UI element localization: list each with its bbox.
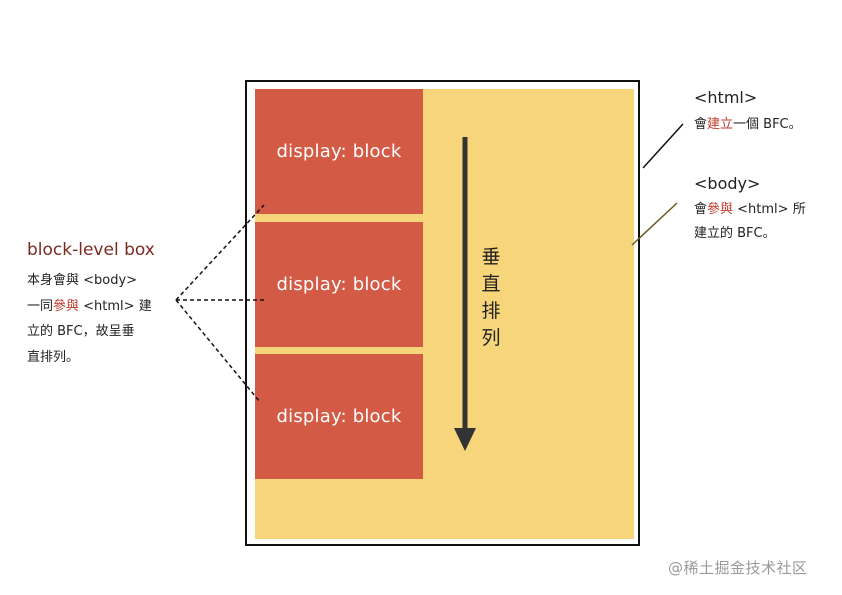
vertical-flow-char-3: 排 (481, 300, 501, 322)
html-note-post: 一個 BFC。 (733, 117, 802, 132)
block-box-1: display: block (255, 89, 423, 214)
html-note-description: 會建立一個 BFC。 (694, 113, 802, 137)
left-note-line-2: 一同參與 <html> 建 (27, 294, 157, 320)
body-note-description: 會參與 <html> 所 建立的 BFC。 (694, 198, 806, 246)
vertical-flow-char-2: 直 (481, 273, 501, 295)
block-box-3-label: display: block (276, 406, 402, 427)
block-box-3: display: block (255, 354, 423, 479)
body-note-line-1-pre: 會 (694, 202, 708, 217)
block-box-2-label: display: block (276, 274, 402, 295)
vertical-flow-char-4: 列 (481, 327, 501, 349)
body-note-line-2: 建立的 BFC。 (694, 226, 776, 241)
watermark-text: @稀土掘金技术社区 (668, 559, 808, 577)
left-note-title: block-level box (27, 240, 155, 260)
left-note-line-2-pre: 一同 (27, 298, 54, 314)
body-note-line-1: 會參與 <html> 所 (694, 198, 806, 222)
block-box-1-label: display: block (276, 141, 402, 162)
left-note-line-4: 直排列。 (27, 349, 80, 365)
dashed-pointer-bottom (175, 299, 261, 403)
left-note-line-2-highlight: 參與 (53, 298, 80, 314)
html-pointer-line (642, 123, 684, 169)
left-note-line-2-post: <html> 建 (79, 298, 152, 314)
vertical-flow-char-1: 垂 (481, 246, 501, 268)
html-note-title: <html> (694, 88, 758, 107)
left-note-line-3: 立的 BFC，故呈垂 (27, 324, 135, 339)
vertical-flow-label: 垂 直 排 列 (478, 244, 504, 352)
block-box-2: display: block (255, 222, 423, 347)
html-note-pre: 會 (694, 117, 708, 132)
body-note-title: <body> (694, 174, 761, 193)
left-note-description: 本身會與 <body> 一同參與 <html> 建 立的 BFC，故呈垂 直排列… (27, 268, 157, 370)
html-note-highlight: 建立 (707, 117, 734, 132)
body-note-line-1-highlight: 參與 (707, 202, 734, 217)
body-pointer-line (631, 202, 678, 246)
flow-arrow-head (454, 428, 476, 451)
dashed-pointer-top (175, 204, 265, 301)
left-note-line-1: 本身會與 <body> (27, 273, 138, 288)
body-note-line-1-post: <html> 所 (733, 202, 806, 217)
